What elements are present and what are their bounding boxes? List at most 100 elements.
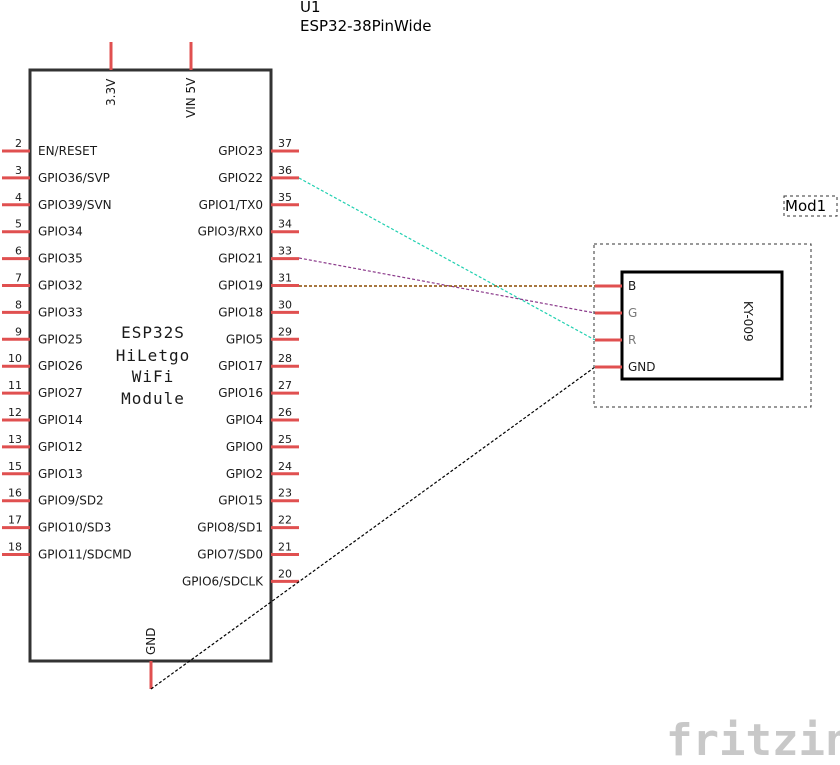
mod1-pin-g[interactable]: G (595, 306, 637, 320)
pin-name: GPIO16 (218, 386, 263, 400)
pin-number: 37 (278, 137, 292, 150)
pin-name: GPIO34 (38, 225, 83, 239)
pin-name: GPIO25 (38, 332, 83, 346)
u1-ref-label: U1 (300, 0, 321, 16)
pin-number: 21 (278, 541, 292, 554)
mod1-pin-r[interactable]: R (595, 333, 636, 347)
pin-name: GPIO6/SDCLK (182, 574, 264, 588)
pin-number: 18 (8, 541, 22, 554)
mod1-pin-b[interactable]: B (595, 279, 636, 293)
pin-number: 22 (278, 514, 292, 527)
mod1-pin-label: GND (628, 360, 656, 374)
pin-name: GPIO8/SD1 (197, 521, 263, 535)
wire-gpio22-to-r[interactable] (298, 177, 596, 341)
pin-number: 10 (8, 352, 22, 365)
pin-number: 4 (15, 191, 22, 204)
pin-number: 28 (278, 352, 292, 365)
mod1-pin-gnd[interactable]: GND (595, 360, 656, 374)
pin-name: GPIO18 (218, 305, 263, 319)
pin-name: GPIO15 (218, 494, 263, 508)
mod1-pin-label: B (628, 279, 636, 293)
pin-name: GPIO27 (38, 386, 83, 400)
pin-number: 5 (15, 218, 22, 231)
pin-name: GPIO13 (38, 467, 83, 481)
pin-name: GPIO1/TX0 (199, 198, 263, 212)
pin-name: GPIO35 (38, 252, 83, 266)
wire-gnd-to-gnd[interactable] (150, 366, 596, 690)
pin-name: GPIO2 (226, 467, 263, 481)
pin-number: 2 (15, 137, 22, 150)
mod1-ref-box (783, 195, 838, 217)
top-pin-label: 3.3V (104, 78, 118, 106)
pin-name: GPIO10/SD3 (38, 521, 111, 535)
pin-name: GPIO23 (218, 144, 263, 158)
pin-number: 23 (278, 487, 292, 500)
pin-name: GPIO21 (218, 252, 263, 266)
esp32-body-text: ESP32S HiLetgo WiFi Module (116, 323, 189, 408)
u1-part-label: ESP32-38PinWide (300, 17, 431, 35)
bottom-pin-gnd[interactable]: GND (144, 627, 158, 689)
pin-number: 17 (8, 514, 22, 527)
mod1-pin-label: G (628, 306, 637, 320)
pin-name: GPIO4 (226, 413, 263, 427)
pin-name: GPIO3/RX0 (198, 225, 263, 239)
ky009-body[interactable] (620, 270, 784, 381)
pin-name: GPIO7/SD0 (197, 548, 263, 562)
wires (150, 177, 596, 690)
pin-number: 12 (8, 406, 22, 419)
pin-name: GPIO0 (226, 440, 263, 454)
pin-name: GPIO33 (38, 305, 83, 319)
pin-number: 11 (8, 379, 22, 392)
top-pin-vin5v[interactable]: VIN 5V (184, 42, 198, 118)
pin-number: 9 (15, 325, 22, 338)
pin-number: 27 (278, 379, 292, 392)
pin-name: GPIO36/SVP (38, 171, 110, 185)
pin-number: 13 (8, 433, 22, 446)
bottom-pin-label: GND (144, 627, 158, 655)
esp32-module-body[interactable] (28, 68, 273, 663)
pin-name: GPIO5 (226, 332, 263, 346)
ky009-part-label: KY-009 (741, 301, 755, 342)
fritzing-watermark: fritzing (666, 715, 840, 765)
top-pin-3v3[interactable]: 3.3V (104, 42, 118, 106)
body-line-wifi: WiFi (132, 367, 175, 386)
pin-name: GPIO22 (218, 171, 263, 185)
pin-number: 3 (15, 164, 22, 177)
left-pin-2[interactable]: 2EN/RESET (2, 137, 98, 158)
mod1-group[interactable]: Mod1 KY-009 B G R GND (593, 195, 838, 408)
